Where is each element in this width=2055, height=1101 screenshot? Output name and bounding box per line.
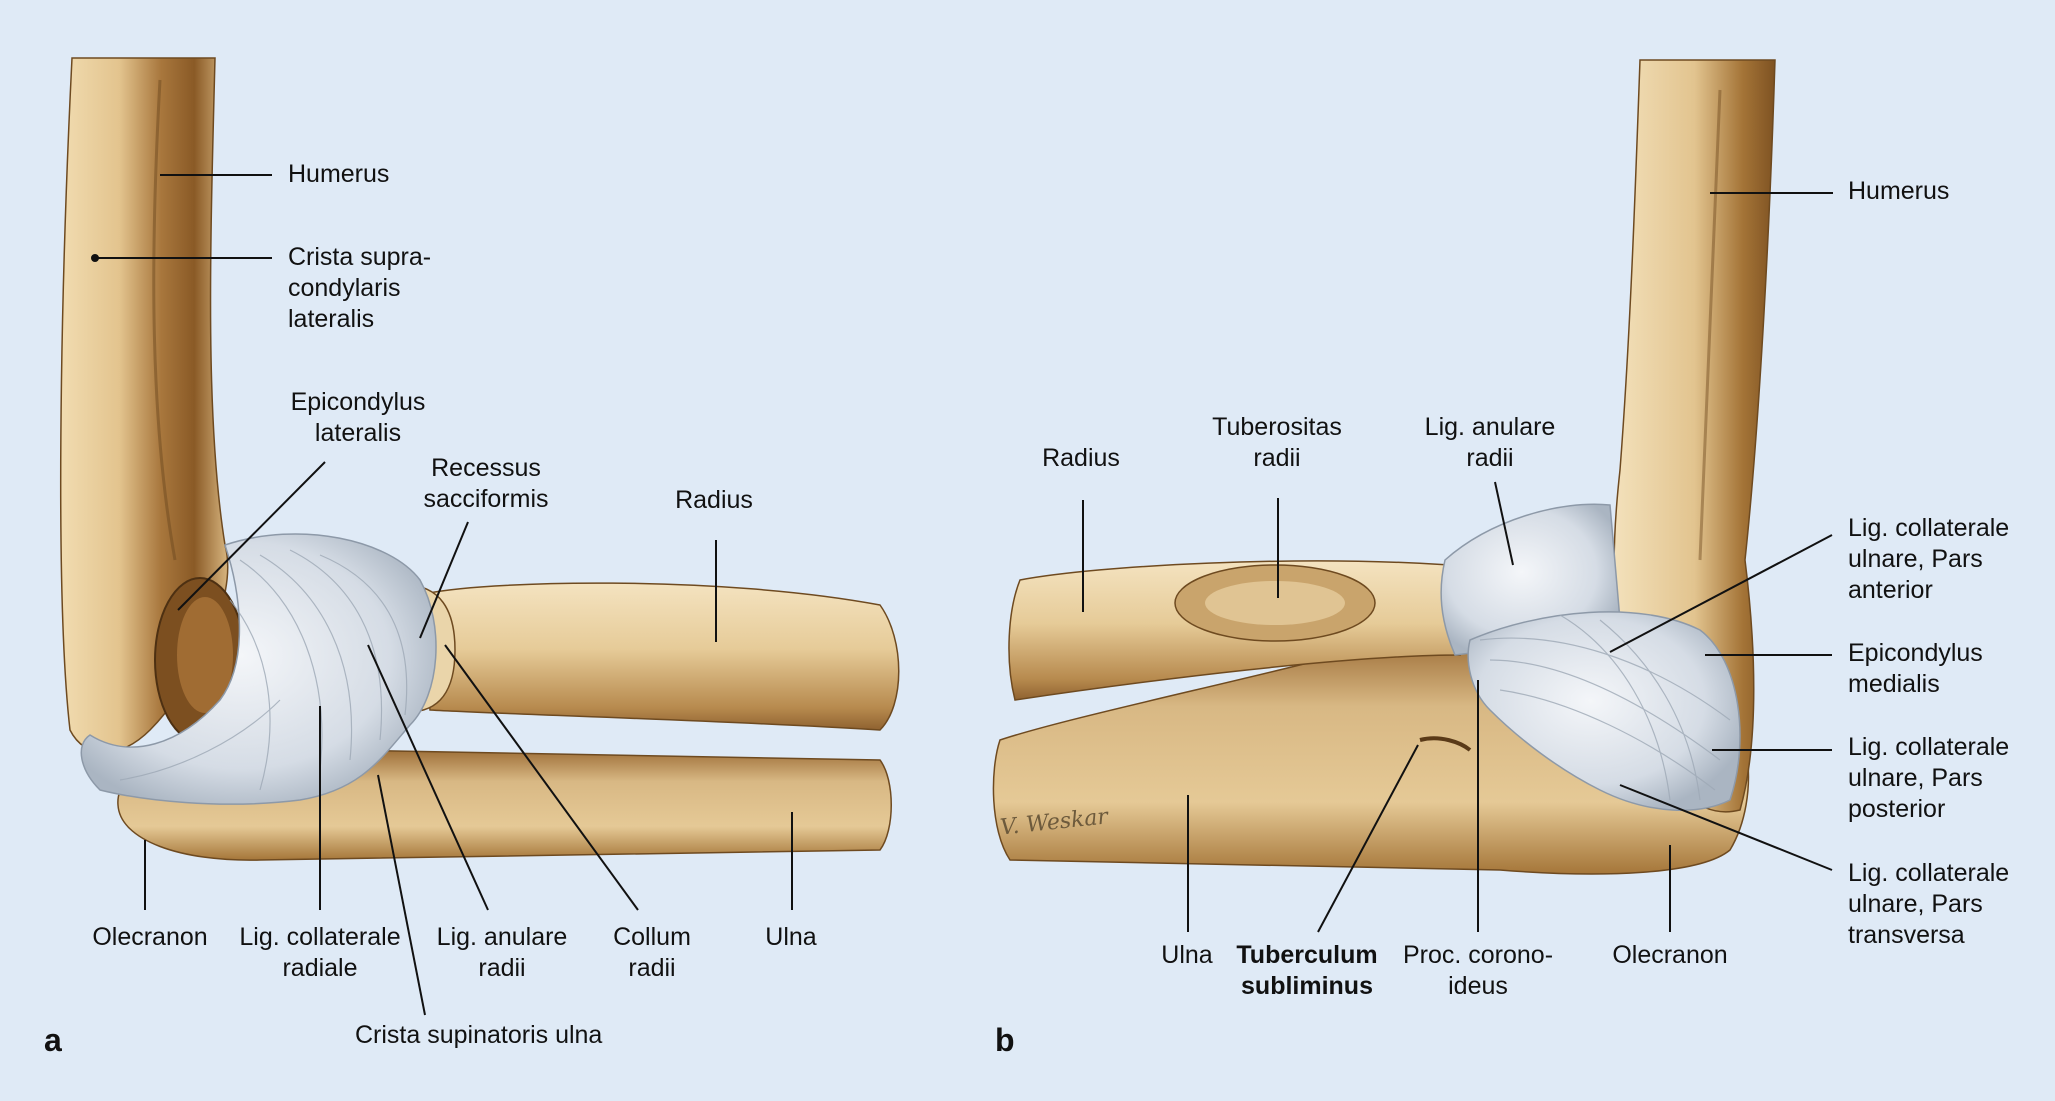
- label-olecranon-a: Olecranon: [92, 923, 208, 951]
- leader-lines: [91, 174, 1833, 1016]
- label-recessus-sacciformis: Recessus sacciformis: [423, 454, 549, 513]
- label-lig-coll-ulnare-transversa: Lig. collaterale ulnare, Pars transversa: [1848, 859, 2010, 949]
- label-ulna-b: Ulna: [1161, 941, 1213, 969]
- label-lig-anulare-radii-a: Lig. anulare radii: [436, 923, 568, 982]
- panel-letter-a: a: [44, 1022, 62, 1058]
- label-lig-coll-ulnare-posterior: Lig. collaterale ulnare, Pars posterior: [1848, 733, 2010, 823]
- label-lig-collaterale-radiale: Lig. collaterale radiale: [239, 923, 401, 982]
- label-olecranon-b: Olecranon: [1612, 941, 1728, 969]
- label-lig-anulare-radii-b: Lig. anulare radii: [1424, 413, 1556, 472]
- label-crista-supracondylaris: Crista supra- condylaris lateralis: [288, 243, 432, 333]
- panel-b-drawing: [992, 59, 1776, 875]
- label-radius-a: Radius: [675, 486, 753, 514]
- label-epicondylus-medialis: Epicondylus medialis: [1848, 639, 1983, 698]
- panel-a-drawing: [59, 57, 900, 861]
- label-radius-b: Radius: [1042, 444, 1120, 472]
- label-ulna-a: Ulna: [765, 923, 817, 951]
- label-tuberositas-radii: Tuberositas radii: [1212, 413, 1342, 472]
- label-humerus-b: Humerus: [1848, 177, 1950, 205]
- label-epicondylus-lateralis: Epicondylus lateralis: [290, 388, 426, 447]
- label-proc-coronoideus: Proc. corono- ideus: [1402, 941, 1554, 1000]
- panel-letter-b: b: [995, 1022, 1015, 1058]
- label-lig-coll-ulnare-anterior: Lig. collaterale ulnare, Pars anterior: [1848, 514, 2010, 604]
- label-tuberculum-subliminus: Tuberculum subliminus: [1236, 941, 1378, 1000]
- label-collum-radii: Collum radii: [613, 923, 691, 982]
- label-humerus-a: Humerus: [288, 160, 390, 188]
- label-crista-supinatoris: Crista supinatoris ulna: [355, 1021, 603, 1049]
